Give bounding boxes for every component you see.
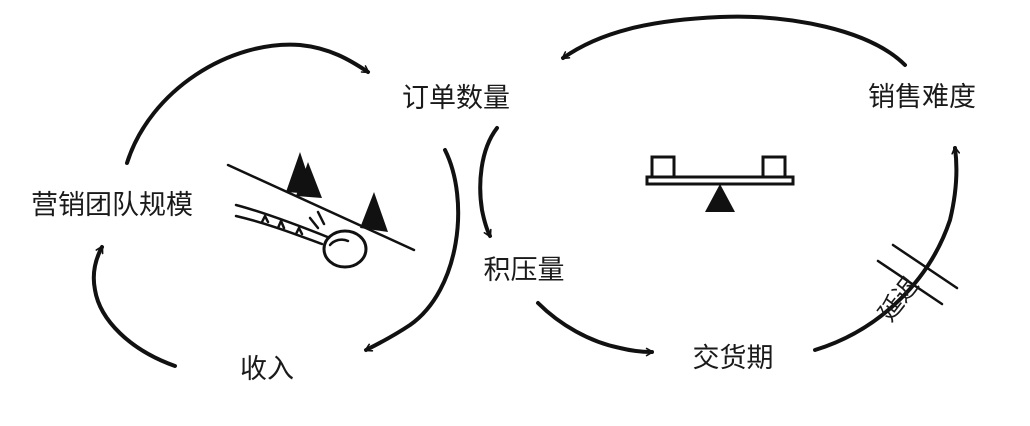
arrow-orders-to-revenue xyxy=(364,148,461,352)
snowball-rolling-downhill-icon xyxy=(226,152,416,269)
node-revenue: 收入 xyxy=(240,354,294,385)
arrow-difficulty-to-orders xyxy=(561,14,907,67)
node-delivery-time: 交货期 xyxy=(693,343,774,374)
arrow-orders-to-backlog xyxy=(478,126,499,238)
node-backlog: 积压量 xyxy=(484,255,565,286)
node-sales-difficulty: 销售难度 xyxy=(868,82,976,113)
balance-seesaw-icon xyxy=(645,155,795,212)
node-sales-team-size: 营销团队规模 xyxy=(31,190,193,221)
delay-marker xyxy=(876,243,959,306)
node-order-quantity: 订单数量 xyxy=(402,83,510,114)
arrow-backlog-to-delivery xyxy=(536,301,654,357)
arrow-revenue-to-team xyxy=(91,245,177,368)
arrow-delivery-to-difficulty xyxy=(813,146,961,352)
arrow-team-to-orders xyxy=(125,42,370,165)
